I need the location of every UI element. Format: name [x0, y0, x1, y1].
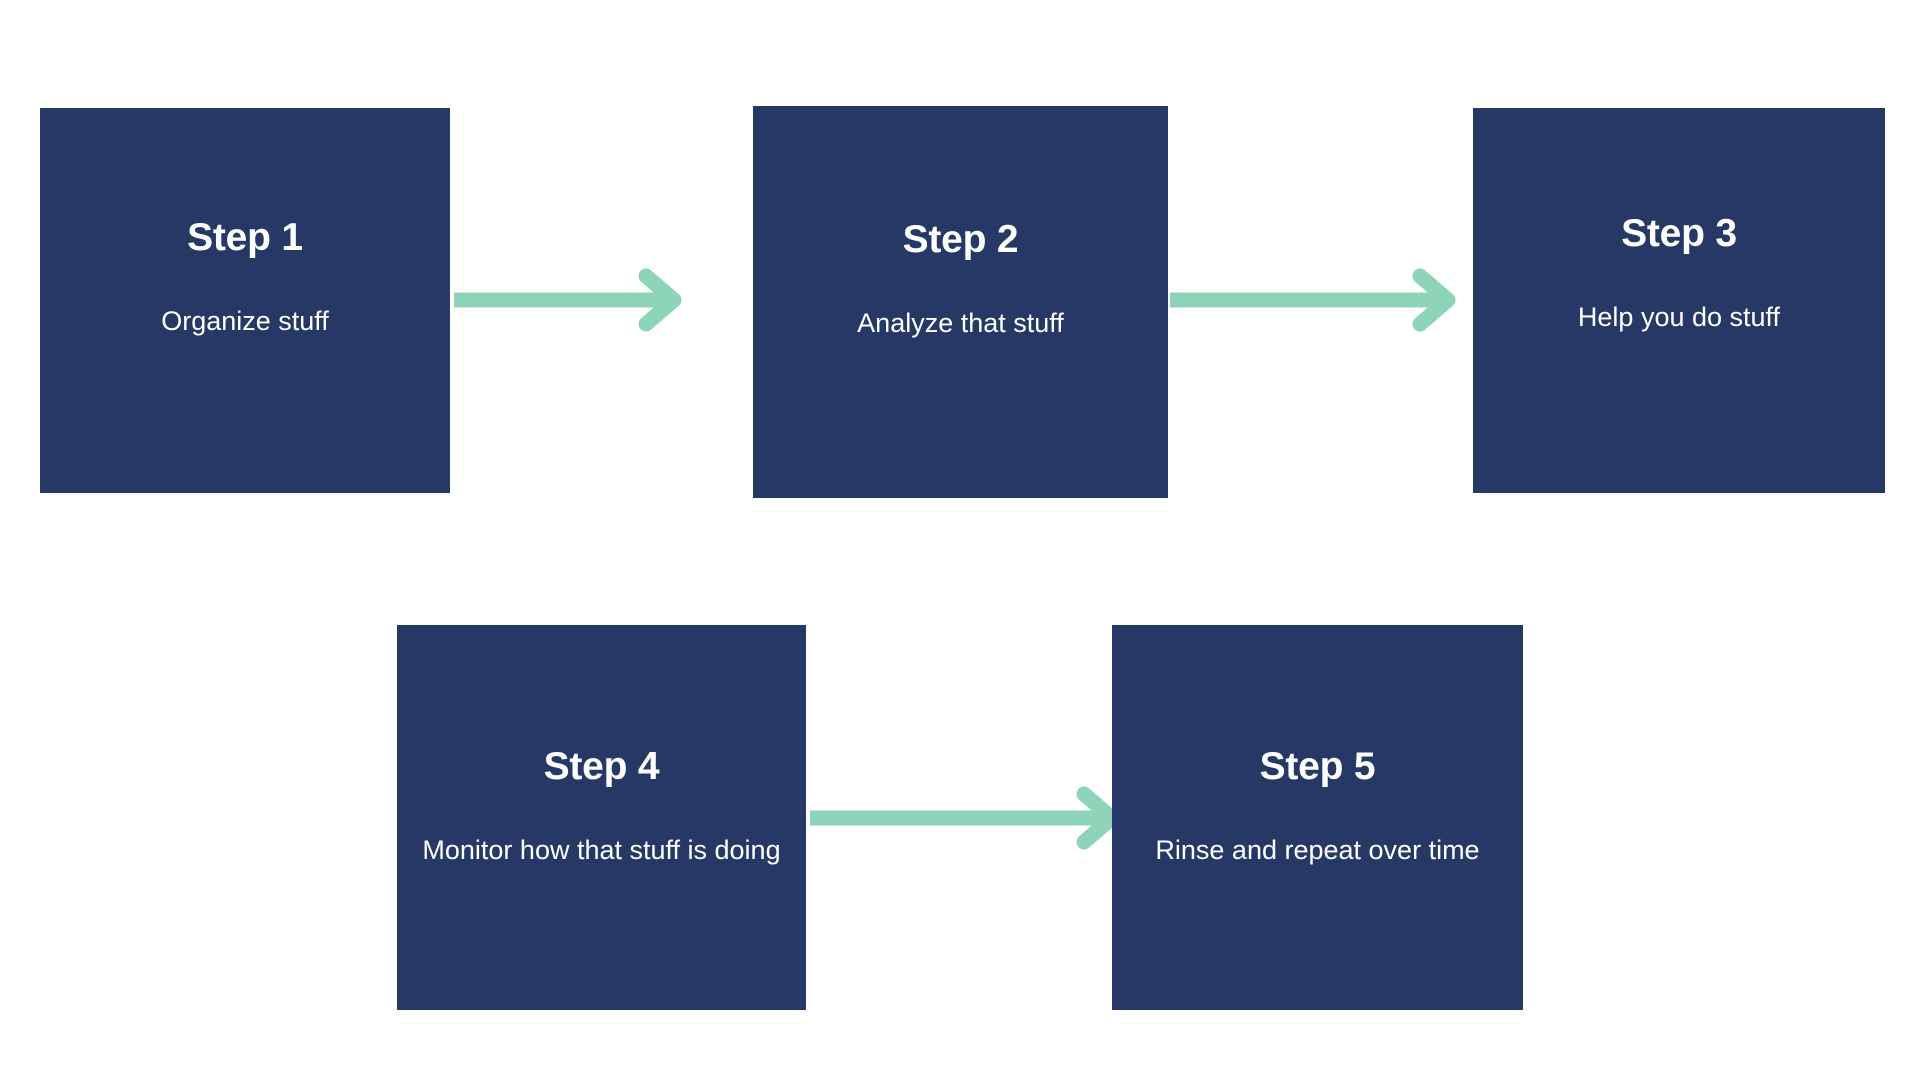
step-box-3[interactable]: Step 3 Help you do stuff: [1473, 108, 1885, 493]
step-4-title: Step 4: [543, 745, 660, 789]
step-box-1[interactable]: Step 1 Organize stuff: [40, 108, 450, 493]
step-3-description: Help you do stuff: [1577, 302, 1781, 333]
step-1-title: Step 1: [187, 216, 303, 260]
step-4-description: Monitor how that stuff is doing: [422, 835, 781, 866]
step-5-title: Step 5: [1259, 745, 1376, 789]
step-box-5[interactable]: Step 5 Rinse and repeat over time: [1112, 625, 1523, 1010]
step-box-4[interactable]: Step 4 Monitor how that stuff is doing: [397, 625, 806, 1010]
step-1-description: Organize stuff: [161, 306, 329, 337]
arrow-step-1-to-step-2: [454, 268, 682, 332]
step-box-2[interactable]: Step 2 Analyze that stuff: [753, 106, 1168, 498]
step-5-content: Step 5 Rinse and repeat over time: [1126, 745, 1509, 869]
arrow-step-4-to-step-5: [810, 786, 1120, 850]
step-5-description: Rinse and repeat over time: [1155, 835, 1480, 866]
step-2-title: Step 2: [902, 217, 1019, 261]
arrow-step-2-to-step-3: [1170, 268, 1456, 332]
step-4-content: Step 4 Monitor how that stuff is doing: [411, 745, 792, 869]
step-3-title: Step 3: [1621, 212, 1737, 256]
step-2-description: Analyze that stuff: [857, 307, 1064, 338]
step-1-content: Step 1 Organize stuff: [54, 216, 436, 340]
step-3-content: Step 3 Help you do stuff: [1487, 212, 1871, 336]
step-2-content: Step 2 Analyze that stuff: [767, 217, 1154, 342]
